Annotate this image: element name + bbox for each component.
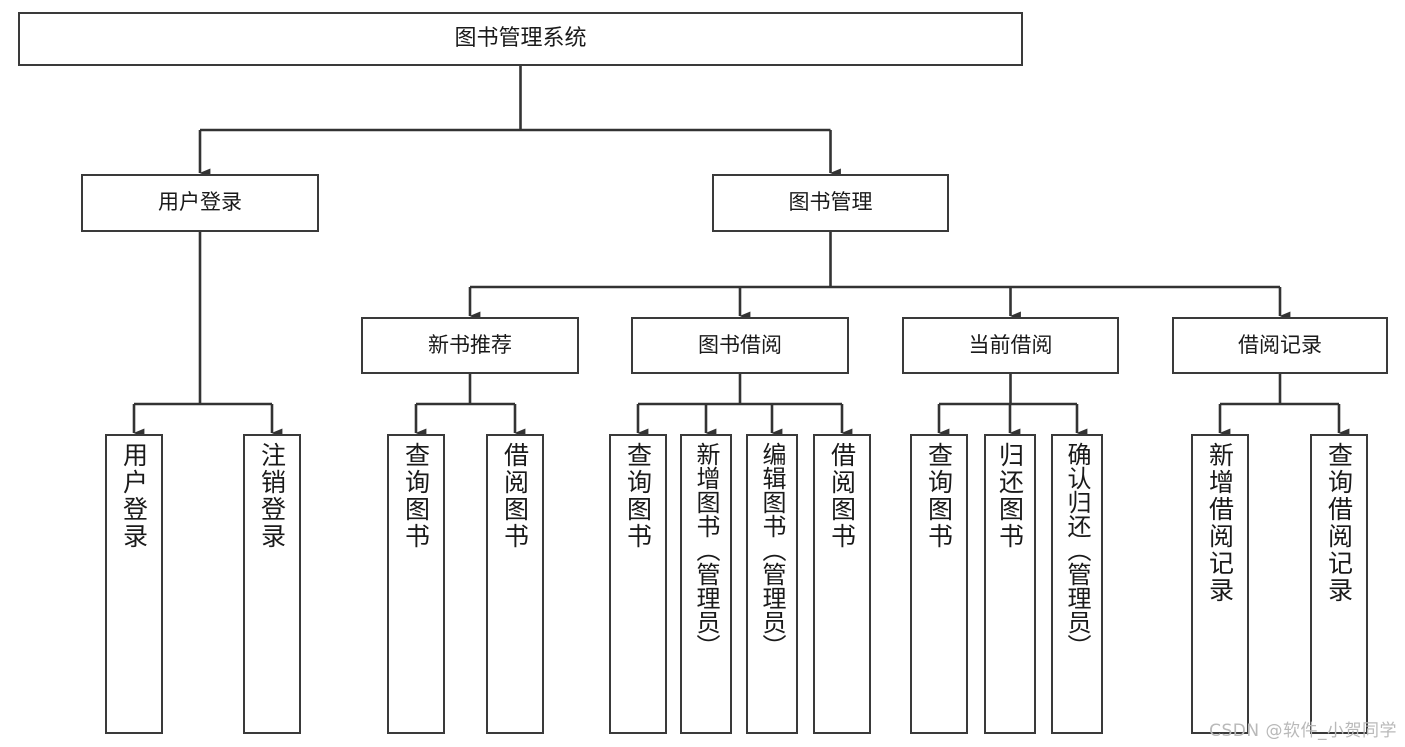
node-leaf-edit-book: 编辑图书（管理员） [746,434,798,734]
csdn-watermark: CSDN @软件_小贺同学 [1209,721,1397,741]
node-label: 图书管理 [788,190,873,215]
node-borrow-record: 借阅记录 [1172,317,1388,374]
node-label: 新增图书（管理员） [692,442,720,658]
node-label: 借阅图书 [827,442,857,550]
node-leaf-query-record: 查询借阅记录 [1310,434,1368,734]
node-new-book-rec: 新书推荐 [361,317,579,374]
node-label: 归还图书 [995,442,1025,550]
node-label: 用户登录 [158,190,242,215]
node-leaf-user-login: 用户登录 [105,434,163,734]
node-label: 查询图书 [401,442,431,550]
node-leaf-add-book: 新增图书（管理员） [680,434,732,734]
node-book-manage: 图书管理 [712,174,949,232]
node-leaf-borrow-book-2: 借阅图书 [813,434,871,734]
node-label: 用户登录 [119,442,149,550]
node-label: 查询借阅记录 [1324,442,1354,604]
node-leaf-return-book: 归还图书 [984,434,1036,734]
node-leaf-confirm-return: 确认归还（管理员） [1051,434,1103,734]
node-leaf-logout: 注销登录 [243,434,301,734]
node-current-borrow: 当前借阅 [902,317,1119,374]
node-leaf-query-book-2: 查询图书 [609,434,667,734]
node-label: 当前借阅 [968,332,1053,357]
node-leaf-add-record: 新增借阅记录 [1191,434,1249,734]
node-leaf-query-book-1: 查询图书 [387,434,445,734]
node-leaf-borrow-book-1: 借阅图书 [486,434,544,734]
node-label: 借阅图书 [500,442,530,550]
node-label: 借阅记录 [1238,332,1322,357]
node-label: 图书借阅 [698,332,782,357]
node-root: 图书管理系统 [18,12,1023,66]
node-label: 确认归还（管理员） [1063,442,1091,658]
node-book-borrow: 图书借阅 [631,317,849,374]
node-leaf-query-book-3: 查询图书 [910,434,968,734]
node-label: 图书管理系统 [454,25,587,51]
node-label: 查询图书 [623,442,653,550]
node-label: 查询图书 [924,442,954,550]
node-user-login: 用户登录 [81,174,319,232]
node-label: 新书推荐 [428,332,512,357]
node-label: 注销登录 [257,442,287,550]
node-label: 新增借阅记录 [1205,442,1235,604]
node-label: 编辑图书（管理员） [758,442,786,658]
